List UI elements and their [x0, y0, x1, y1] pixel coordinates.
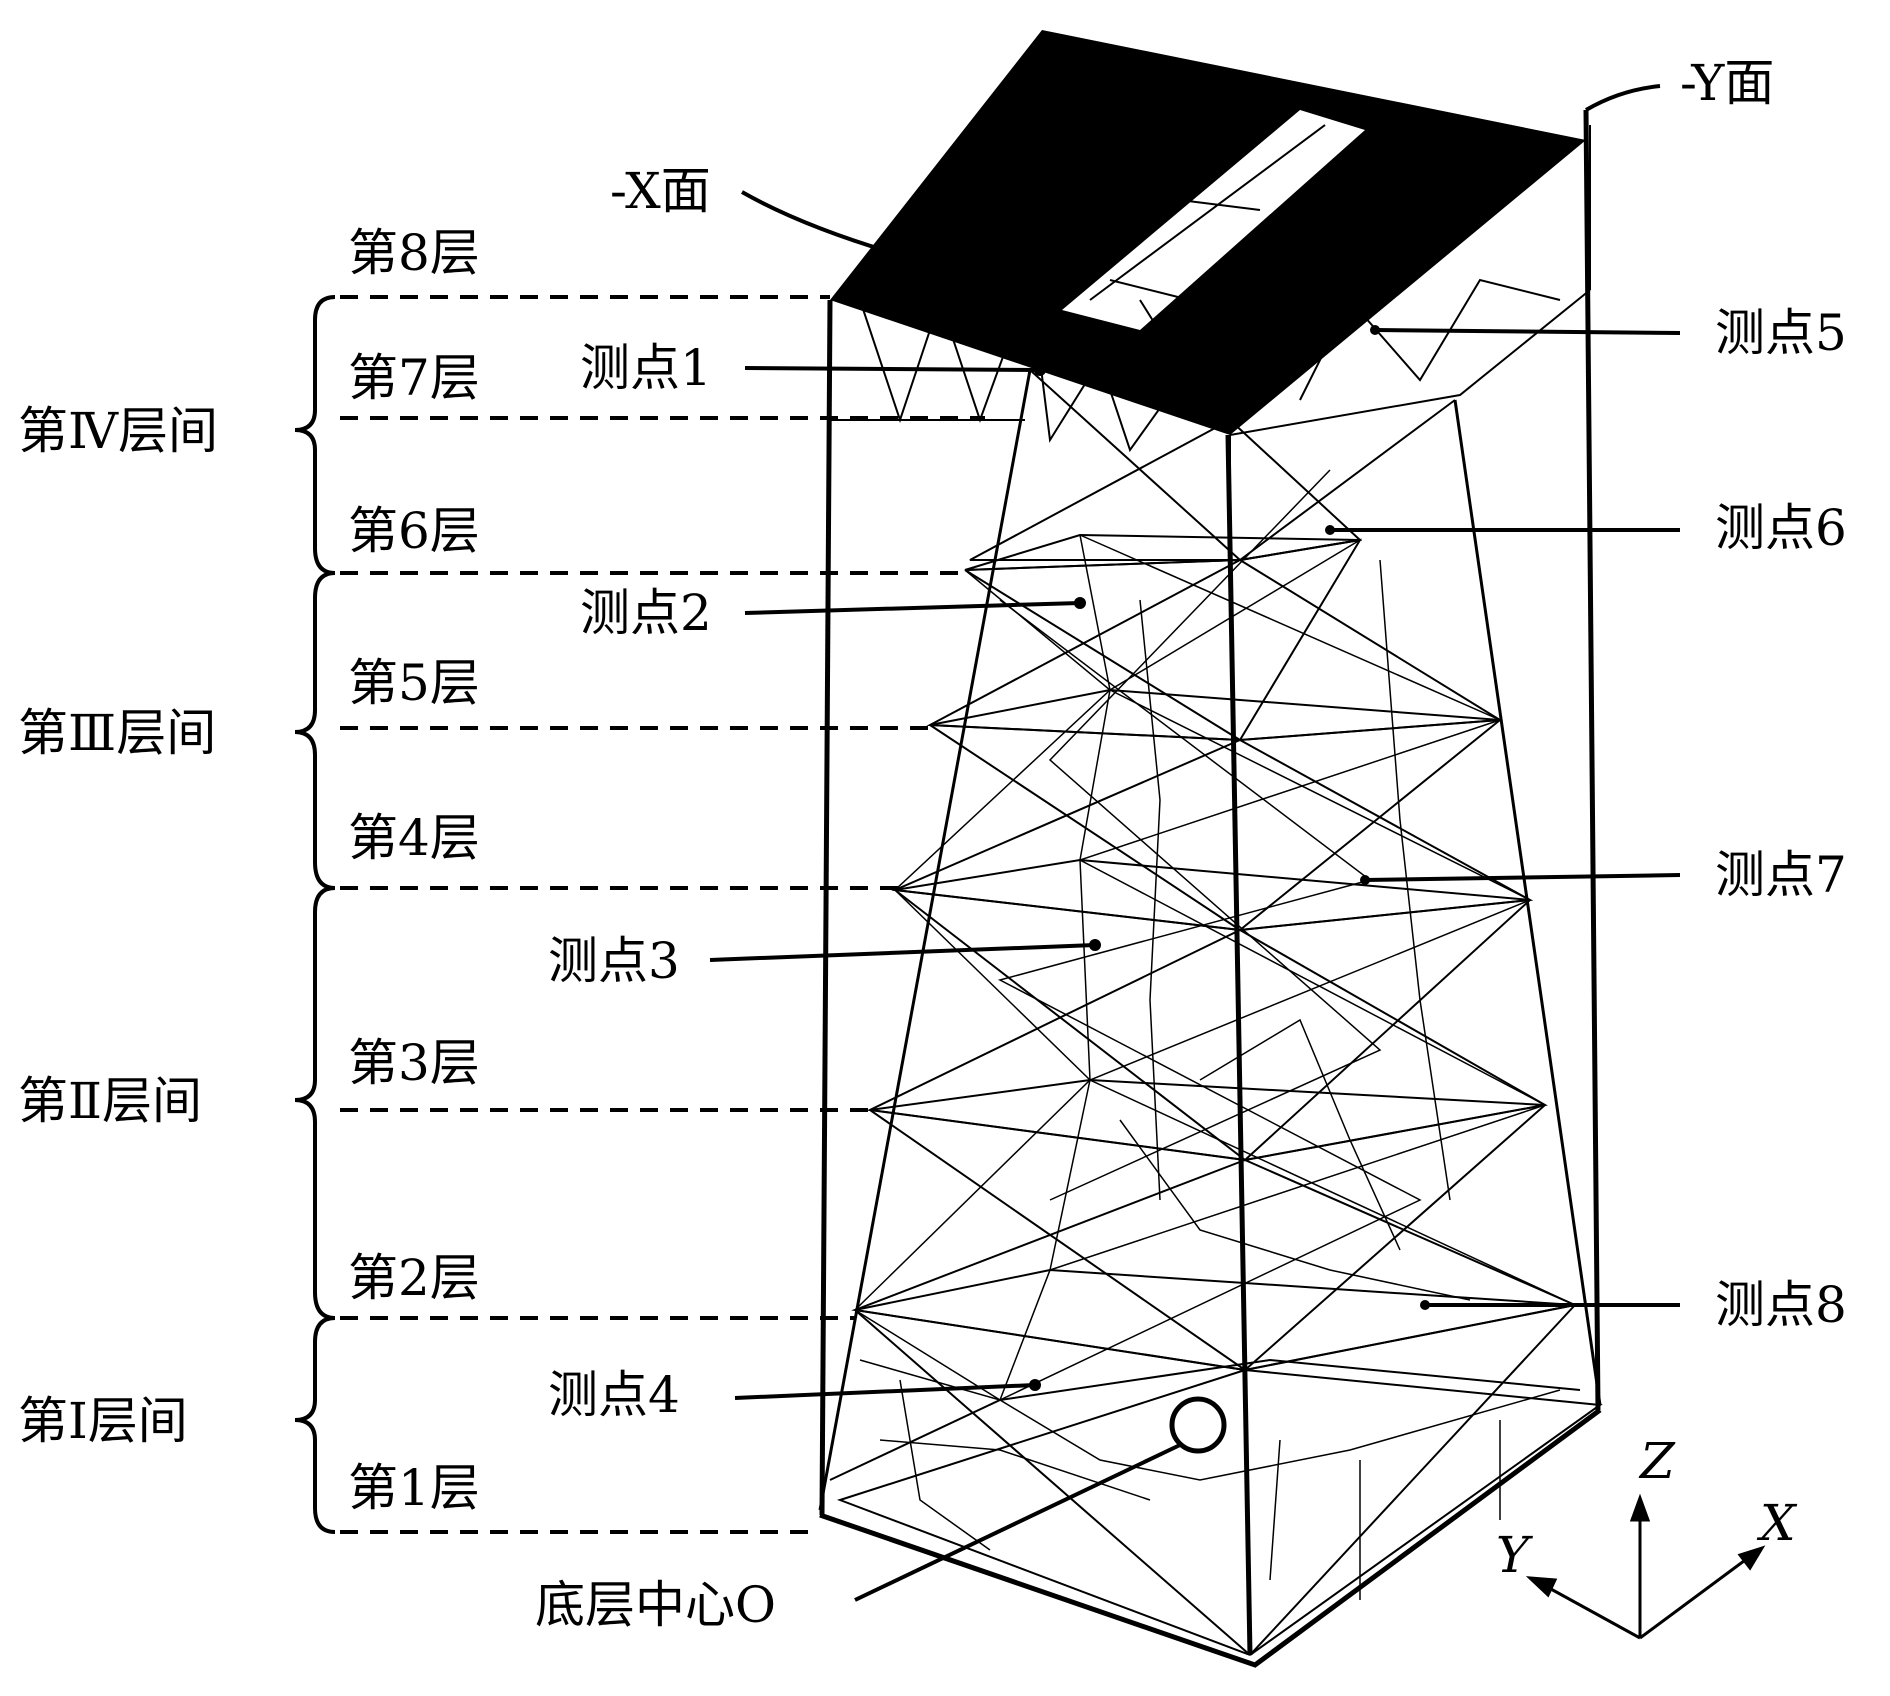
floor-3-label: 第3层 — [348, 1034, 480, 1092]
labels: -X面 -Y面 第8层 第7层 第6层 第5层 第4层 第3层 第2层 第1层 … — [18, 54, 1847, 1634]
neg-x-leader — [741, 190, 891, 254]
floor-8-label: 第8层 — [348, 224, 480, 282]
floor-1-label: 第1层 — [348, 1459, 480, 1517]
story-braces — [294, 295, 336, 1534]
point-5-label: 测点5 — [1715, 304, 1847, 362]
brace-story-1 — [294, 1316, 336, 1534]
floor-7-label: 第7层 — [348, 349, 480, 407]
point-leaders — [709, 328, 1681, 1400]
point-1-label: 测点1 — [580, 339, 712, 397]
floor-5-label: 第5层 — [348, 654, 480, 712]
floor-level-lines — [340, 295, 985, 1534]
top-deck — [830, 30, 1586, 435]
brace-story-3 — [294, 571, 336, 890]
brace-story-4 — [294, 295, 336, 575]
brace-story-2 — [294, 886, 336, 1320]
origin-leader — [854, 1443, 1181, 1602]
coordinate-axes — [1525, 1493, 1766, 1640]
story-4-label: 第Ⅳ层间 — [18, 402, 218, 460]
tower-leg-right — [1583, 109, 1601, 1411]
point-2-label: 测点2 — [580, 584, 712, 642]
floor-2-label: 第2层 — [348, 1249, 480, 1307]
point-3-label: 测点3 — [548, 932, 680, 990]
floor-6-label: 第6层 — [348, 502, 480, 560]
point-6-label: 测点6 — [1715, 499, 1847, 557]
story-3-label: 第Ⅲ层间 — [18, 704, 216, 762]
tower-frame — [818, 109, 1603, 1668]
axis-z-label: Z — [1638, 1432, 1676, 1490]
story-1-label: 第Ⅰ层间 — [18, 1392, 188, 1450]
tower-leg-front — [1225, 434, 1253, 1656]
origin-label: 底层中心O — [535, 1576, 776, 1634]
axis-x-label: X — [1756, 1494, 1798, 1552]
point-8-label: 测点8 — [1715, 1276, 1847, 1334]
axis-y-label: Y — [1496, 1526, 1533, 1584]
neg-x-face-label: -X面 — [610, 162, 711, 220]
neg-y-face-label: -Y面 — [1680, 54, 1774, 112]
base-outline — [819, 1407, 1602, 1668]
point-7-label: 测点7 — [1715, 846, 1847, 904]
point-4-label: 测点4 — [548, 1366, 680, 1424]
tower-leg-left — [819, 299, 833, 1516]
story-2-label: 第Ⅱ层间 — [18, 1072, 202, 1130]
neg-y-leader — [1584, 84, 1661, 112]
origin-marker — [1169, 1396, 1227, 1454]
floor-4-label: 第4层 — [348, 809, 480, 867]
